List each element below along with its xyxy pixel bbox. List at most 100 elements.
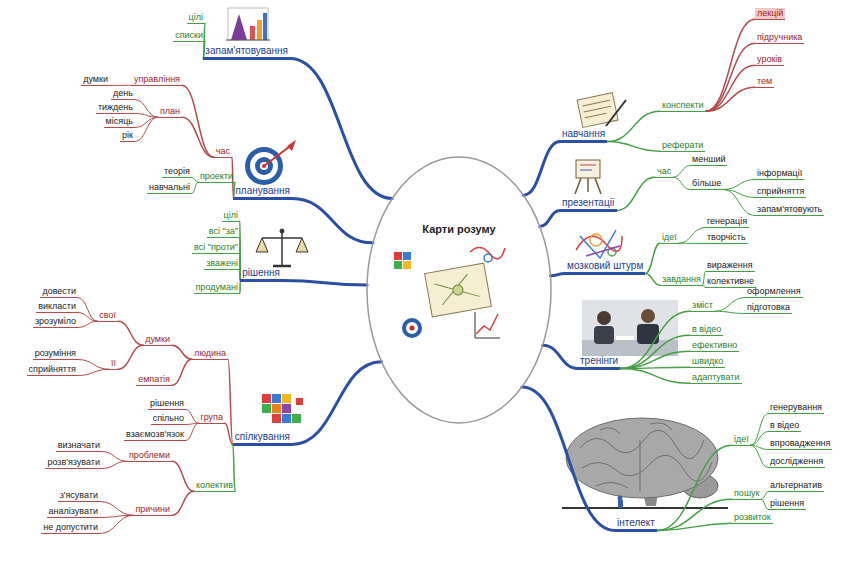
- branch-line: [135, 114, 158, 118]
- branch-line: [203, 23, 205, 58]
- center-icons: [406, 322, 418, 334]
- node-label: аналізувати: [49, 506, 98, 516]
- puzzle-icon: [272, 394, 281, 403]
- sub-branch: пошук: [732, 488, 762, 500]
- sub-branch: підручника: [755, 32, 804, 44]
- brain-illustration: [618, 500, 623, 508]
- node-label: рішення: [770, 498, 804, 508]
- puzzle-icon: [296, 398, 303, 405]
- branch-line: [102, 452, 127, 462]
- branch-line: [706, 19, 755, 111]
- node-label: теорія: [164, 166, 190, 176]
- node-label: визначати: [58, 440, 100, 450]
- node-label: швидко: [692, 356, 723, 366]
- node-label: з'ясувати: [60, 490, 98, 500]
- leaf-branch: визначати: [56, 440, 102, 452]
- node-label: свої: [99, 310, 116, 320]
- puzzle-icon: [292, 414, 301, 423]
- node-label: завдання: [662, 274, 701, 284]
- node-label: тиждень: [98, 102, 133, 112]
- leaf-branch: зрозуміло: [33, 316, 78, 328]
- sub-branch: списки: [173, 30, 205, 42]
- center-icons: [476, 314, 498, 334]
- node-label: альтернатив: [770, 480, 822, 490]
- node-label: менший: [692, 154, 725, 164]
- node-label: в відео: [770, 420, 799, 430]
- branch-line: [78, 321, 97, 327]
- node-label: проекти: [200, 171, 233, 181]
- branch-line: [751, 432, 768, 446]
- sub-branch: продумані: [194, 282, 241, 294]
- node-label: спільно: [153, 413, 184, 423]
- document-icon: [585, 113, 607, 118]
- node-label: управління: [134, 74, 180, 84]
- target-icon: [245, 140, 296, 185]
- node-label: причини: [135, 504, 170, 514]
- puzzle-icon: [272, 404, 281, 413]
- node-label: дослідження: [770, 456, 823, 466]
- puzzle-icon: [262, 394, 303, 423]
- leaf-branch: більше: [690, 178, 723, 190]
- node-label: зважені: [206, 258, 238, 268]
- central-oval: Карти розуму: [365, 155, 553, 425]
- leaf-branch: спільно: [151, 413, 186, 425]
- center-icons: [403, 261, 411, 269]
- oval-outline: [367, 157, 551, 423]
- node-label: цілі: [224, 210, 238, 220]
- document-icon: [584, 106, 611, 112]
- brainstorm-icon: [590, 234, 602, 246]
- sub-branch: цілі: [187, 12, 205, 24]
- sub-branch: адаптувати: [690, 372, 742, 384]
- node-label: рішення: [150, 398, 184, 408]
- puzzle-icon: [262, 394, 271, 403]
- branch-line: [715, 311, 745, 313]
- node-label: в відео: [692, 324, 721, 334]
- memory-icon: [231, 14, 247, 40]
- branch-line: [679, 243, 705, 244]
- branch-line: [182, 85, 214, 157]
- node-label: група: [200, 412, 223, 422]
- sub-branch: проекти: [198, 171, 235, 183]
- easel-icon: [595, 178, 601, 194]
- node-label: ідеї: [662, 232, 677, 242]
- node-label: планування: [235, 185, 290, 197]
- center-icons: [470, 247, 505, 258]
- memory-icon: [257, 20, 262, 40]
- branch-line: [715, 298, 745, 312]
- branch-line: [292, 362, 382, 445]
- memory-icon: [250, 26, 255, 40]
- leaf-branch: тиждень: [96, 102, 135, 114]
- puzzle-icon: [282, 394, 291, 403]
- node-label: тем: [757, 76, 772, 86]
- center-icons: [394, 247, 505, 338]
- memory-icon: [226, 40, 270, 41]
- branch-line: [110, 85, 132, 86]
- node-label: навчальні: [149, 182, 190, 192]
- branch-line: [645, 243, 660, 273]
- node-label: генерування: [770, 402, 822, 412]
- leaf-branch: сприйняття: [755, 186, 806, 198]
- branch-line: [135, 117, 158, 127]
- sub-branch: лекцій: [755, 8, 785, 20]
- leaf-branch: менший: [690, 154, 727, 166]
- leaf-branch: розуміння: [33, 348, 78, 360]
- main-branch: мозковий штурм: [565, 260, 645, 276]
- branch-line: [102, 461, 127, 468]
- memory-icon: [228, 8, 268, 40]
- sub-branch: уроків: [755, 54, 784, 66]
- node-label: лекцій: [757, 8, 783, 18]
- branch-line: [172, 359, 192, 385]
- branch-line: [723, 180, 755, 190]
- node-label: розвиток: [734, 512, 771, 522]
- branch-line: [135, 100, 158, 118]
- branch-line: [524, 142, 560, 196]
- main-branch: спілкування: [233, 431, 292, 447]
- branch-line: [543, 345, 578, 368]
- branch-line: [182, 117, 214, 157]
- sub-branch: зважені: [204, 258, 240, 270]
- branch-line: [78, 369, 109, 375]
- branch-line: [550, 274, 565, 276]
- training-photo: [597, 311, 611, 325]
- sub-branch: зміст: [690, 300, 715, 312]
- branch-line: [620, 351, 690, 368]
